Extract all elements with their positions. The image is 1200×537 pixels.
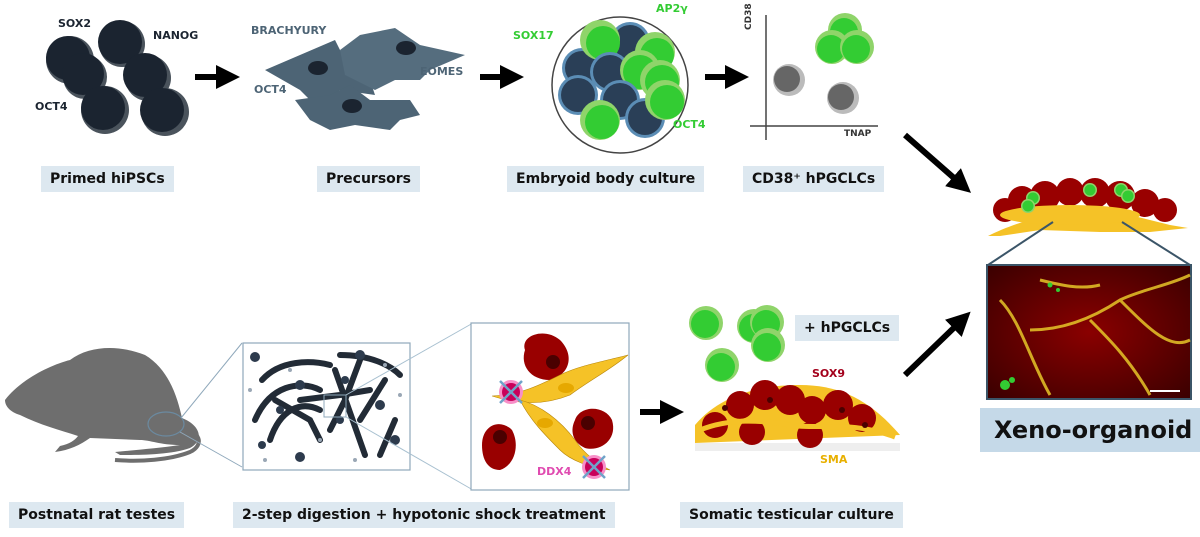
somatic-culture (689, 305, 900, 451)
marker-ap2y: AP2γ (656, 2, 688, 15)
marker-oct4-precursor: OCT4 (254, 83, 287, 96)
label-add-hpgclcs: + hPGCLCs (795, 315, 900, 341)
hipsc-cell-cluster (46, 20, 189, 136)
label-primed-hipscs: Primed hiPSCs (41, 166, 174, 192)
label-precursors: Precursors (317, 166, 421, 192)
axis-label-cd38: CD38 (744, 3, 754, 30)
label-digestion-treatment: 2-step digestion + hypotonic shock treat… (233, 502, 615, 528)
arrow-to-organoid-top (903, 132, 972, 193)
axis-label-tnap: TNAP (844, 129, 872, 139)
label-xeno-organoid: Xeno-organoid (980, 408, 1200, 452)
marker-nanog: NANOG (153, 29, 199, 42)
arrow-to-organoid-bottom (902, 311, 971, 378)
marker-sma: SMA (820, 453, 848, 466)
marker-eomes: EOMES (420, 65, 464, 78)
facs-plot (750, 13, 878, 140)
marker-sox17: SOX17 (513, 29, 554, 42)
label-embryoid-body-culture: Embryoid body culture (507, 166, 705, 192)
embryoid-body (551, 16, 689, 154)
rat-silhouette (5, 342, 243, 468)
organoid-cartoon (987, 178, 1191, 266)
marker-oct4-eb: OCT4 (673, 118, 706, 131)
label-cd38-hpgclcs: CD38⁺ hPGCLCs (743, 166, 885, 192)
marker-oct4: OCT4 (35, 100, 68, 113)
dissociated-cells-box (470, 322, 630, 491)
tissue-box (242, 322, 474, 491)
marker-sox2: SOX2 (58, 17, 92, 30)
microscopy-image (986, 264, 1192, 400)
marker-ddx4: DDX4 (537, 465, 572, 478)
marker-sox9: SOX9 (812, 367, 846, 380)
marker-brachyury: BRACHYURY (251, 24, 327, 37)
label-postnatal-rat-testes: Postnatal rat testes (9, 502, 185, 528)
precursor-cells (265, 28, 465, 130)
label-somatic-testicular-culture: Somatic testicular culture (680, 502, 903, 528)
